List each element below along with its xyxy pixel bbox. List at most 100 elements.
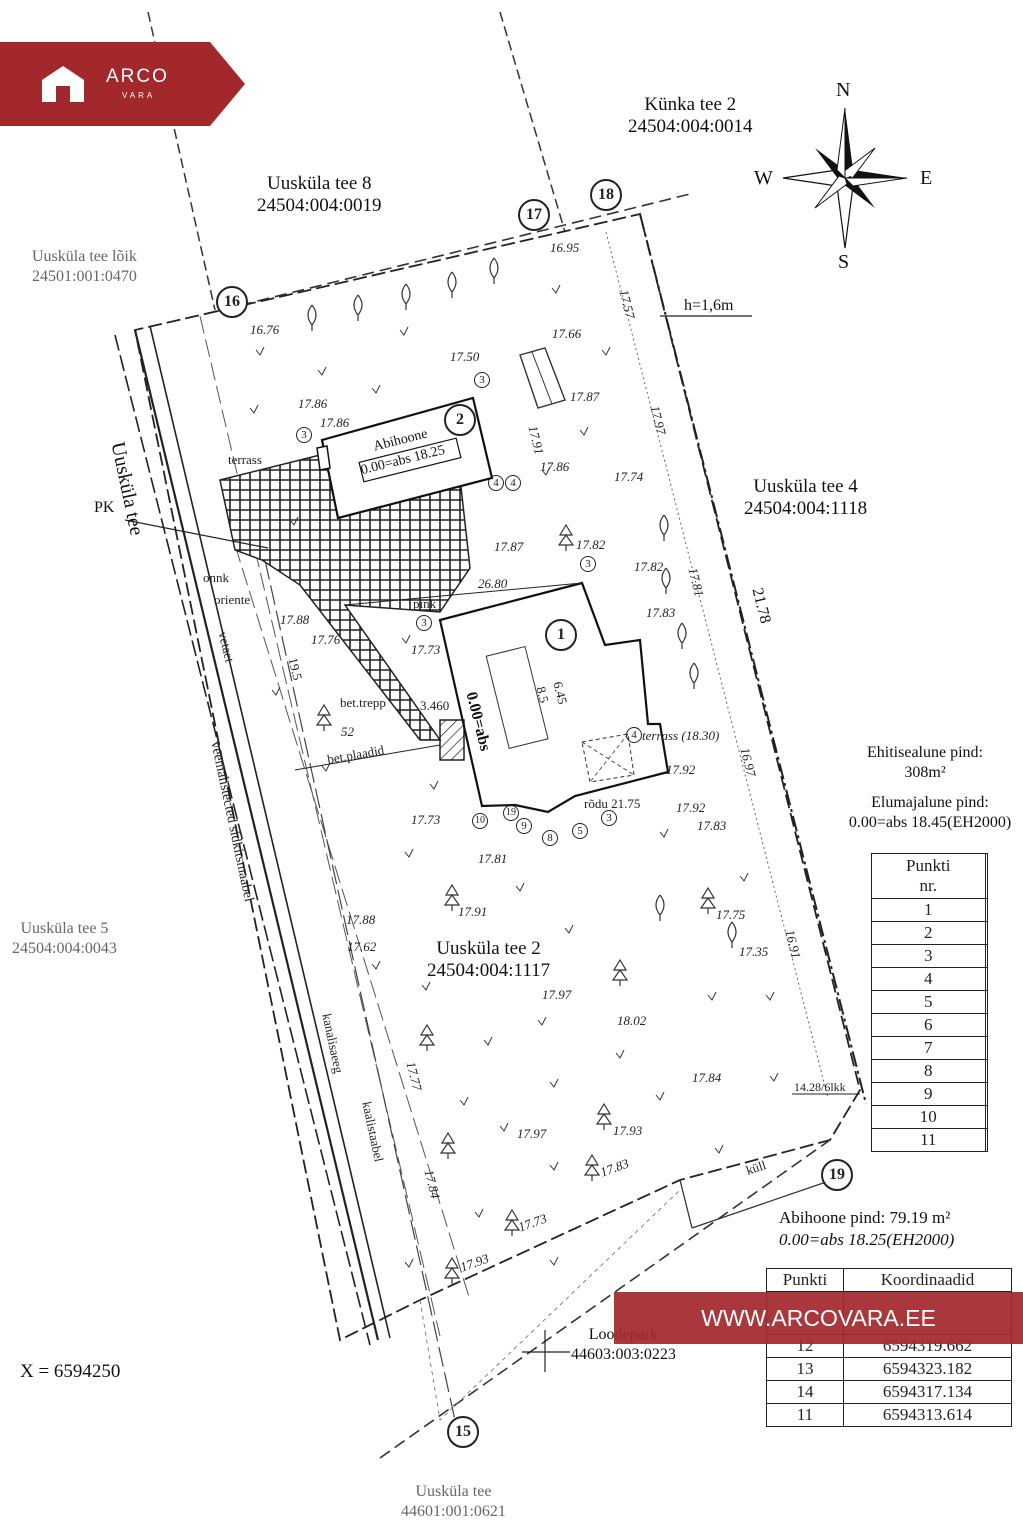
elev-26: 18.02 — [617, 1013, 647, 1028]
brand-sub: VARA — [122, 91, 156, 100]
boundary-line-east-inner — [605, 231, 829, 1099]
elev-14: 17.88 — [280, 612, 310, 627]
table-row: 10 — [871, 1105, 988, 1129]
marker-4c: 4 — [626, 727, 642, 743]
table-row: 6 — [871, 1013, 988, 1037]
building-1-marker: 1 — [545, 619, 577, 651]
road-edge-4 — [234, 544, 471, 1301]
elev-11: 17.82 — [576, 537, 606, 552]
terrace-1830-label: terrass (18.30) — [642, 728, 720, 743]
trees — [307, 257, 737, 948]
dimension-2680: 26.80 — [478, 576, 508, 591]
elev-10: 17.87 — [494, 539, 524, 554]
pk-pointer — [124, 519, 269, 549]
boundary-line-south-3 — [691, 1179, 833, 1229]
boundary-line-top-mid — [499, 11, 566, 233]
elev-43: 52 — [341, 724, 354, 739]
compass-rose — [782, 107, 908, 249]
elev-23: 17.88 — [346, 912, 376, 927]
website-link[interactable]: WWW.ARCOVARA.EE — [701, 1305, 936, 1331]
elev-29: 17.84 — [692, 1070, 722, 1085]
elev-18: 17.92 — [676, 800, 706, 815]
house-terrace — [581, 733, 635, 783]
balcony-label: rõdu 21.75 — [584, 796, 641, 811]
marker-3d: 3 — [580, 556, 596, 572]
house-stairs — [439, 719, 465, 761]
marker-3b: 3 — [296, 427, 312, 443]
marker-3c: 3 — [416, 615, 432, 631]
dimension-line-2680 — [344, 582, 583, 606]
house-footprint: Elumajalune pind:0.00=abs 18.45(EH2000) — [848, 794, 1012, 831]
terrace-label: terrass — [228, 452, 262, 467]
elev-2: 16.76 — [250, 322, 280, 337]
boundary-line-south-2 — [679, 1179, 693, 1229]
stairs-label: bet.trepp — [340, 695, 386, 710]
table-row: 2 — [871, 921, 988, 945]
marker-4a: 4 — [488, 475, 504, 491]
coord-header-point: Punkti — [766, 1268, 844, 1292]
oriente-label: oriente — [214, 592, 251, 607]
compass-s: S — [838, 251, 850, 273]
boundary-line-north — [204, 193, 691, 315]
elev-28: 17.35 — [739, 944, 769, 959]
coord-header-coords: Koordinaadid — [843, 1268, 1012, 1292]
table-row: 1 — [871, 898, 988, 922]
elev-9: 17.74 — [614, 469, 644, 484]
onnk-label: onnk — [203, 570, 229, 585]
road-edge-5 — [264, 559, 456, 1421]
elev-31: 17.93 — [613, 1123, 643, 1138]
marker-3a: 3 — [474, 372, 490, 388]
elev-7: 17.86 — [320, 415, 350, 430]
outbuilding-area: Abihoone pind: 79.19 m² — [779, 1208, 951, 1227]
point-19: 19 — [821, 1159, 853, 1191]
house-terrace-x1 — [581, 741, 635, 776]
boundary-line-east — [639, 213, 867, 1105]
elev-6: 17.87 — [570, 389, 600, 404]
dimension-3460: 3.460 — [420, 698, 450, 713]
pk-label: PK — [94, 499, 115, 516]
elev-21: 17.81 — [478, 851, 508, 866]
boundary-line-south — [379, 1139, 831, 1459]
height-label: h=1,6m — [684, 297, 734, 314]
marker-4b: 4 — [505, 475, 521, 491]
garden-border — [419, 1189, 681, 1421]
compass-w: W — [754, 167, 773, 189]
house-inner-box — [485, 645, 549, 750]
elev-12: 17.82 — [634, 559, 664, 574]
marker-3e: 3 — [601, 810, 617, 826]
table-row: 4 — [871, 967, 988, 991]
table-row: 9 — [871, 1082, 988, 1106]
road-edge-outer — [114, 334, 371, 1346]
elev-16: 17.73 — [411, 642, 441, 657]
dimension-line-betplaadid — [294, 744, 441, 771]
compass-e: E — [920, 167, 933, 189]
elev-17: 17.92 — [666, 762, 696, 777]
point-15: 15 — [447, 1416, 479, 1448]
table-row: 7 — [871, 1036, 988, 1060]
elev-15: 17.76 — [311, 632, 341, 647]
table-row: 11 — [871, 1128, 988, 1152]
elev-22: 17.91 — [458, 904, 488, 919]
bench-label: pink — [413, 596, 437, 611]
marker-19: 19 — [503, 805, 519, 821]
house-terrace-x2 — [589, 733, 629, 783]
marker-10: 10 — [472, 813, 488, 829]
road-edge-2 — [149, 325, 391, 1339]
point-16: 16 — [216, 286, 248, 318]
elev-27: 17.75 — [716, 907, 746, 922]
marker-8: 8 — [542, 830, 558, 846]
elev-25: 17.97 — [542, 987, 572, 1002]
table-row: 8 — [871, 1059, 988, 1083]
website-banner[interactable]: WWW.ARCOVARA.EE — [614, 1292, 1023, 1344]
house-logo-icon — [42, 66, 84, 102]
abihoone-porch — [316, 445, 331, 471]
